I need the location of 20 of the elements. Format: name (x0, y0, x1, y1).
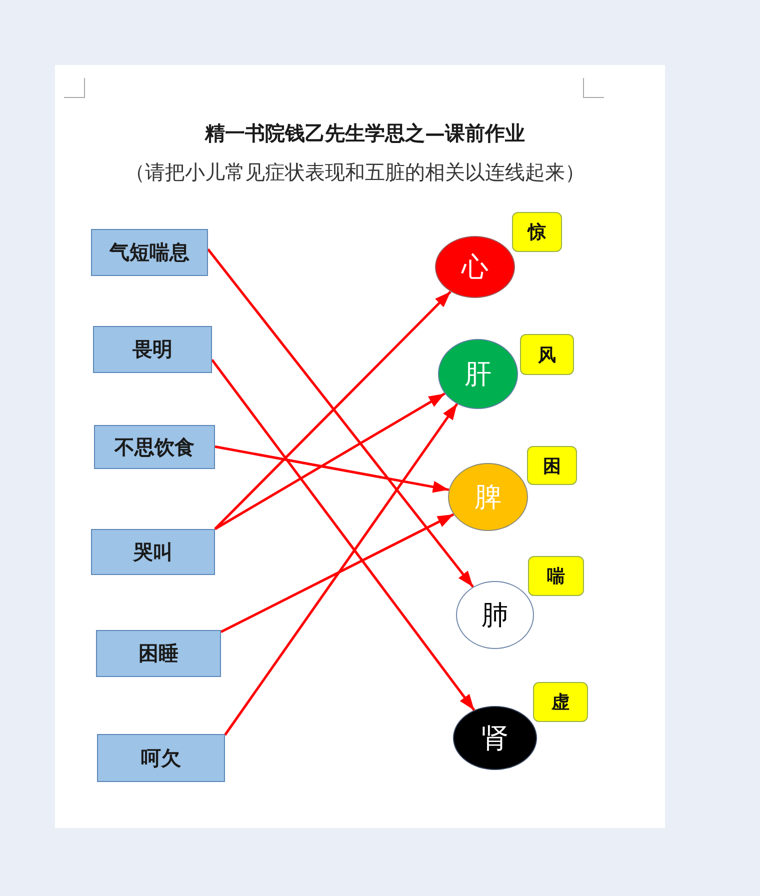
arrow (220, 513, 454, 634)
symptom-box: 呵欠 (97, 734, 225, 782)
arrow (207, 248, 474, 588)
arrow (224, 403, 458, 736)
note-box: 虚 (533, 682, 588, 722)
note-box: 惊 (512, 212, 562, 252)
subtitle: （请把小儿常见症状表现和五脏的相关以连线起来） (125, 159, 585, 186)
arrow (211, 359, 476, 711)
arrow (214, 392, 446, 530)
note-box: 风 (520, 334, 574, 375)
note-box: 喘 (528, 556, 584, 596)
arrow (214, 290, 452, 530)
symptom-box: 不思饮食 (94, 425, 215, 469)
arrow (214, 445, 450, 493)
symptom-box: 困睡 (96, 630, 221, 677)
symptom-box: 气短喘息 (91, 229, 208, 276)
symptom-box: 畏明 (93, 326, 212, 373)
note-box: 困 (527, 446, 577, 485)
title: 精一书院钱乙先生学思之—课前作业 (205, 120, 525, 146)
symptom-box: 哭叫 (91, 529, 215, 575)
